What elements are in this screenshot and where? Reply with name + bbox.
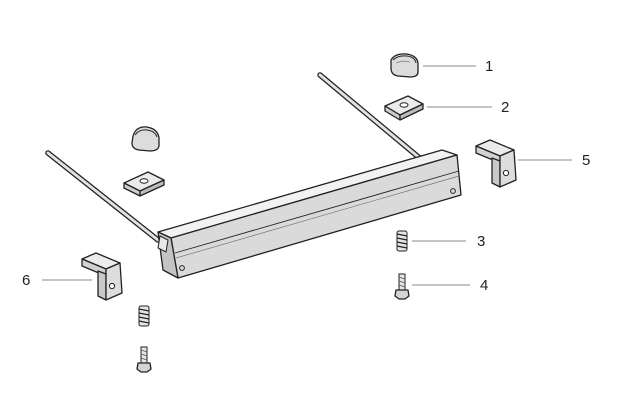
callout-number-2: 2	[501, 99, 509, 116]
screw-left	[136, 346, 152, 373]
callout-number-4: 4	[480, 277, 488, 294]
clamp-plate-part-2	[384, 95, 424, 121]
leader-lines	[42, 65, 572, 286]
callout-number-3: 3	[477, 233, 485, 250]
end-bracket-part-6	[81, 252, 123, 301]
knob-part-1	[390, 53, 419, 78]
clamp-plate-left	[123, 171, 165, 197]
right-guide-rod	[317, 72, 425, 163]
callout-number-6: 6	[22, 272, 30, 289]
screw-part-4	[394, 273, 410, 300]
spring-part-3	[396, 230, 408, 252]
end-bracket-part-5	[475, 139, 517, 188]
spring-left	[138, 305, 150, 327]
left-guide-rod	[45, 150, 161, 243]
knob-left	[131, 126, 160, 152]
callout-numbers: 1 2 5 3 4 6	[22, 58, 590, 294]
fence-rail	[157, 149, 462, 279]
callout-number-1: 1	[485, 58, 493, 75]
callout-number-5: 5	[582, 152, 590, 169]
